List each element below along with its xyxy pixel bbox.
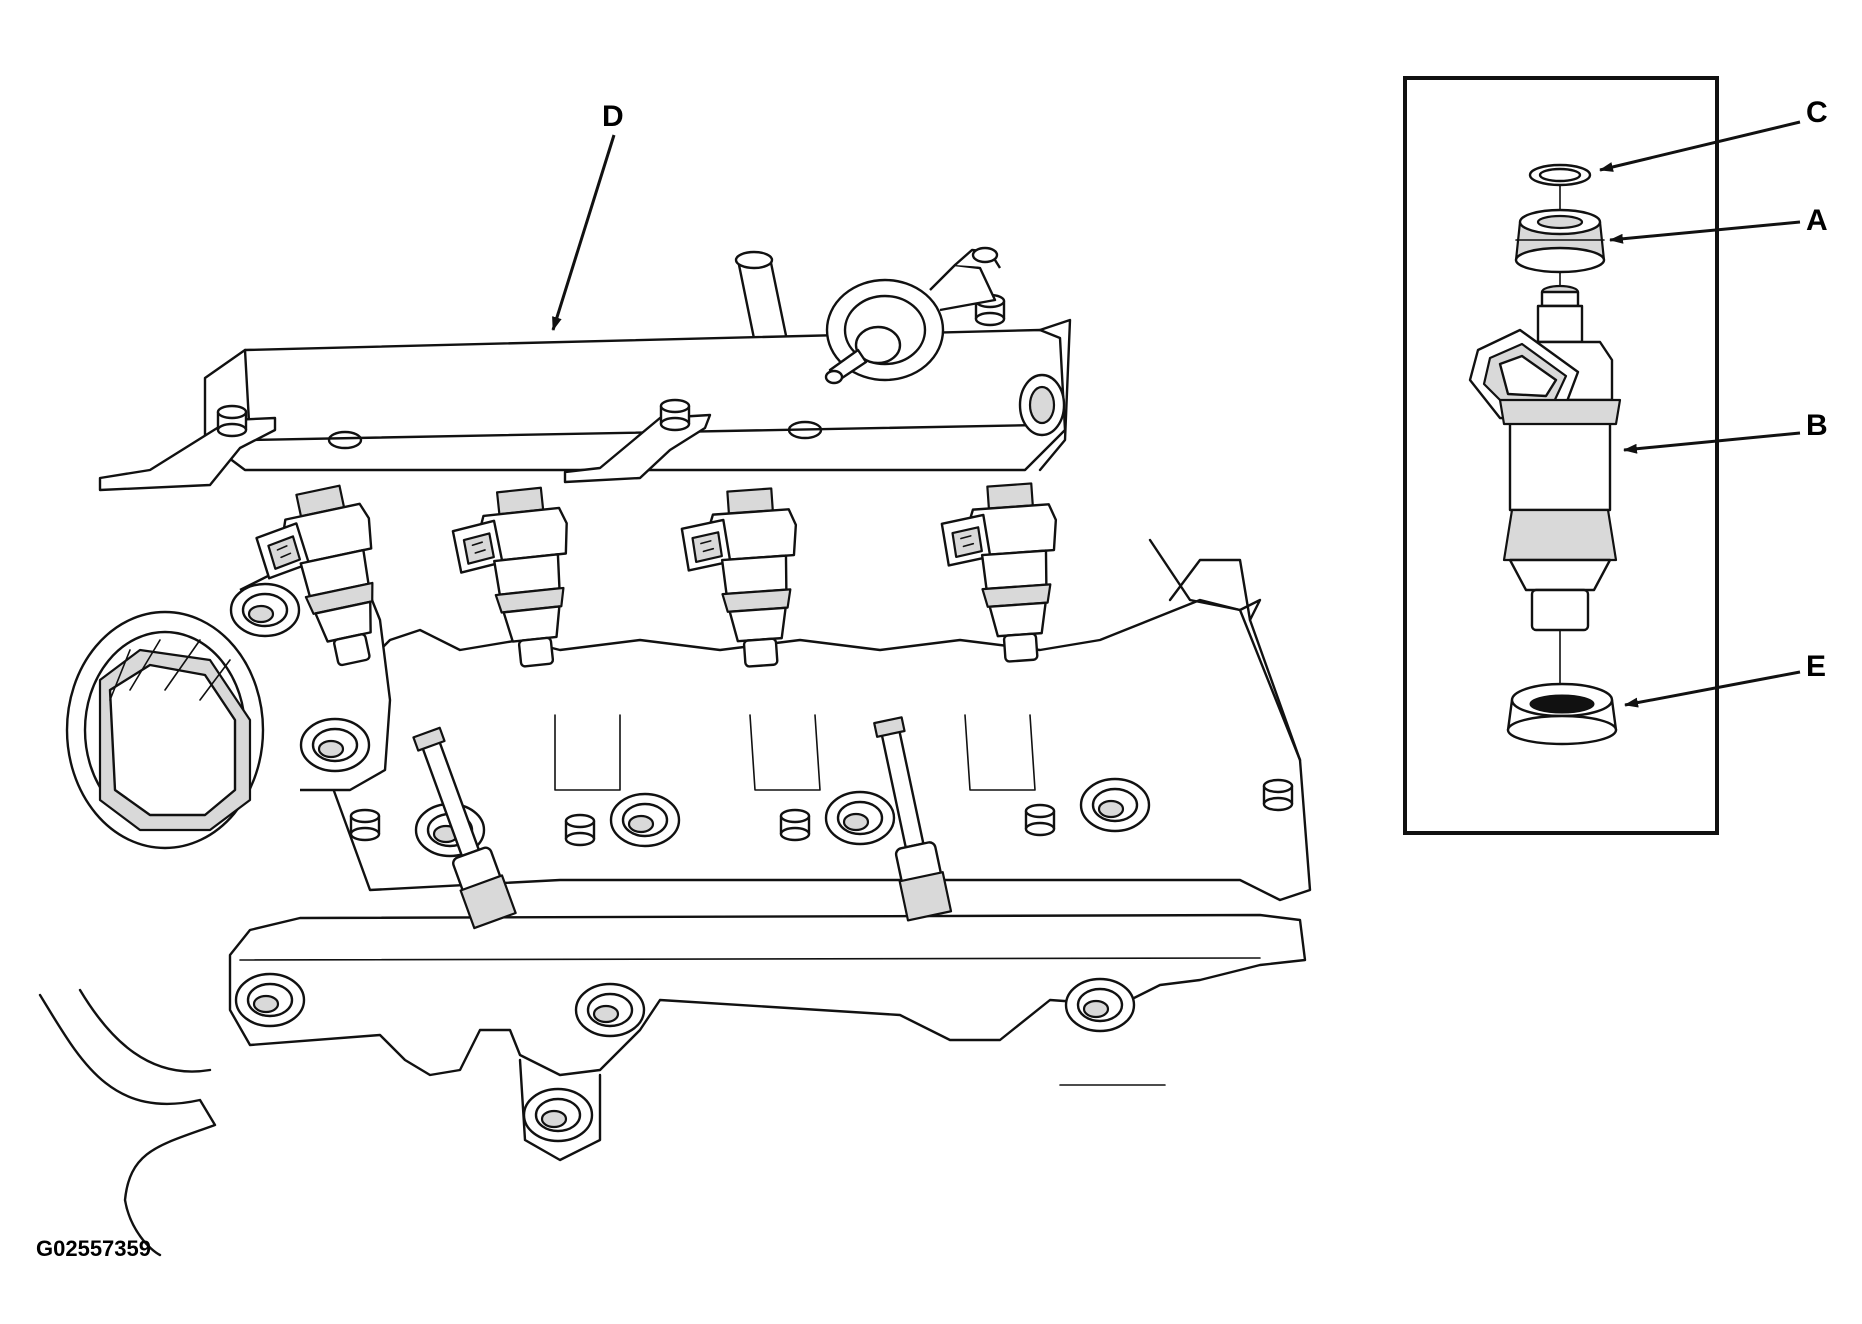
o-ring — [1528, 163, 1592, 187]
fuel-injector — [1468, 284, 1622, 632]
cushion-ring — [1514, 208, 1606, 274]
callout-e: E — [1806, 650, 1826, 683]
leader-a — [1609, 220, 1801, 244]
ignition-stalks — [412, 716, 953, 930]
injector-4 — [938, 480, 1067, 667]
fuel-rail — [98, 246, 1072, 492]
callout-a: A — [1806, 204, 1828, 237]
cylinder-head — [328, 538, 1312, 902]
figure-id: G02557359 — [36, 1236, 151, 1261]
injector-detail-inset — [1403, 76, 1719, 835]
leader-d — [551, 134, 616, 331]
callout-leaders — [551, 120, 1801, 708]
leader-b — [1623, 431, 1801, 454]
leader-e — [1624, 670, 1801, 708]
leader-c — [1599, 120, 1801, 172]
callout-c: C — [1806, 96, 1828, 129]
seal-ring — [1506, 682, 1618, 746]
manifold-flange — [38, 913, 1307, 1257]
callout-d: D — [602, 100, 624, 133]
callout-b: B — [1806, 409, 1828, 442]
